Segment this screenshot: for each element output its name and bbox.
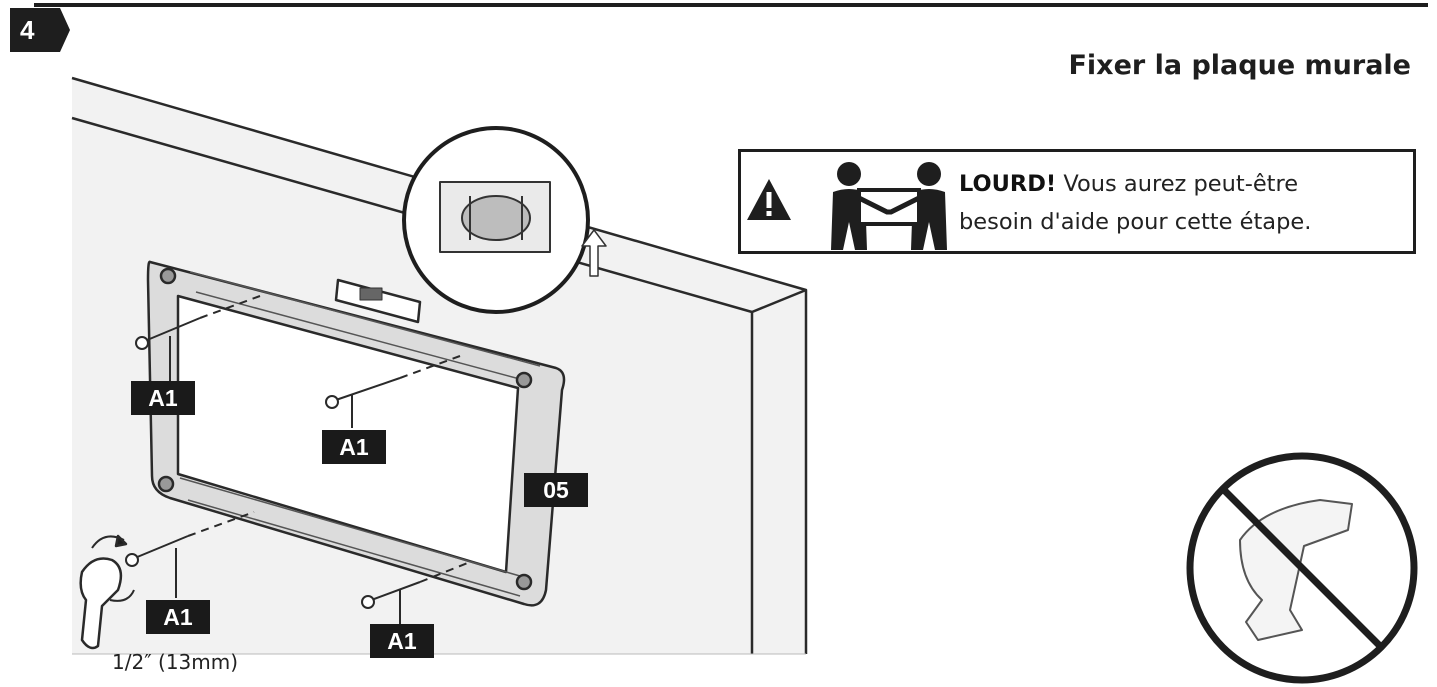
part-label-wall-plate-05: 05: [524, 473, 588, 507]
heavy-label: LOURD!: [959, 171, 1057, 197]
part-label-screw-a1: A1: [370, 624, 434, 658]
wrench-size-label: 1/2″ (13mm): [112, 650, 239, 674]
warning-line1: Vous aurez peut-être: [1056, 171, 1299, 197]
part-label-screw-a1: A1: [131, 381, 195, 415]
page-title: Fixer la plaque murale: [1068, 50, 1411, 81]
heavy-warning-box: LOURD! Vous aurez peut-être besoin d'aid…: [738, 149, 1416, 254]
warning-line2: besoin d'aide pour cette étape.: [959, 209, 1312, 235]
part-label-screw-a1: A1: [322, 430, 386, 464]
two-person-lift-icon: [831, 162, 947, 250]
warning-triangle-icon: [747, 179, 791, 220]
heavy-warning-text: LOURD! Vous aurez peut-être besoin d'aid…: [959, 165, 1311, 241]
top-rule: [34, 3, 1428, 7]
part-label-screw-a1: A1: [146, 600, 210, 634]
step-badge: [10, 8, 70, 52]
step-number: 4: [20, 15, 35, 45]
